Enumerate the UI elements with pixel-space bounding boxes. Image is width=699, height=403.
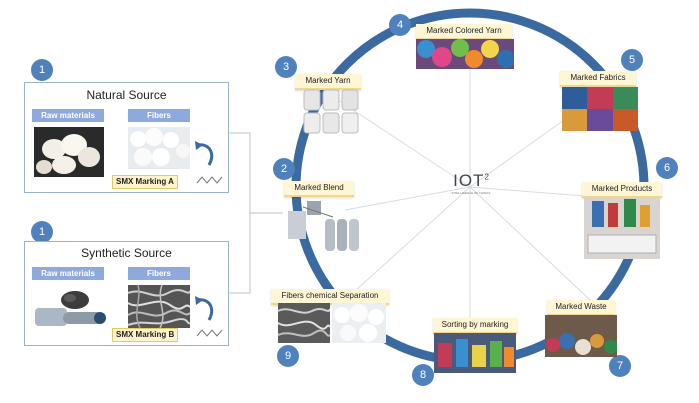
synthetic-source-title: Synthetic Source [81,246,172,260]
molecule-icon [196,329,223,337]
natural-fibers-label: Fibers [128,109,190,122]
stage-3-label: Marked Yarn [295,74,361,90]
cotton-raw-image [34,127,104,177]
cotton-fibers-image [128,127,190,169]
separation-synthetic-image [278,303,330,343]
stage-6-label: Marked Products [582,182,662,198]
stage-7-label: Marked Waste [547,300,615,316]
synthetic-fibers-image [128,285,190,328]
sorting-image [434,333,516,373]
stage-3-badge: 3 [275,56,297,78]
stage-8-label: Sorting by marking [433,318,517,334]
synthetic-raw-image [30,286,110,331]
synthetic-source-panel: Synthetic Source Raw materials Fibers SM… [24,241,229,346]
stage-9-label: Fibers chemical Separation [271,289,389,305]
stage-7-badge: 7 [609,355,631,377]
stage-4-badge: 4 [389,14,411,36]
stage-6-badge: 6 [656,157,678,179]
marked-blend-image [283,197,368,255]
synthetic-source-badge: 1 [31,221,53,243]
source-connectors [228,132,283,294]
stage-4-label: Marked Colored Yarn [416,24,512,40]
synthetic-marking-label: SMX Marking B [112,328,179,342]
hub-spokes [334,40,611,330]
stage-9-badge: 9 [277,345,299,367]
molecule-icon [196,176,223,184]
synthetic-marking-arrow-icon [195,296,214,321]
synthetic-fibers-label: Fibers [128,267,190,280]
iot-hub-logo: IOT2 INTELLIGENCE OF THINGS [447,171,495,201]
stage-2-badge: 2 [273,158,295,180]
marked-yarn-image [302,88,362,136]
iot-logo-superscript: 2 [484,172,489,182]
stage-8-badge: 8 [412,364,434,386]
stage-5-badge: 5 [621,49,643,71]
natural-source-badge: 1 [31,59,53,81]
natural-source-panel: Natural Source Raw materials Fibers SMX … [24,82,229,193]
natural-source-title: Natural Source [86,88,167,102]
natural-marking-label: SMX Marking A [112,175,178,189]
separation-natural-image [332,303,386,343]
marked-products-image [584,197,660,259]
marked-waste-image [545,315,617,357]
iot-logo-text: IOT [453,171,485,190]
marked-colored-yarn-image [416,39,514,69]
synthetic-raw-materials-label: Raw materials [32,267,104,280]
natural-marking-arrow-icon [195,141,214,166]
natural-raw-materials-label: Raw materials [32,109,104,122]
stage-2-label: Marked Blend [284,181,354,197]
marked-fabrics-image [562,87,638,131]
stage-5-label: Marked Fabrics [560,71,636,87]
iot-tagline: INTELLIGENCE OF THINGS [451,191,491,195]
